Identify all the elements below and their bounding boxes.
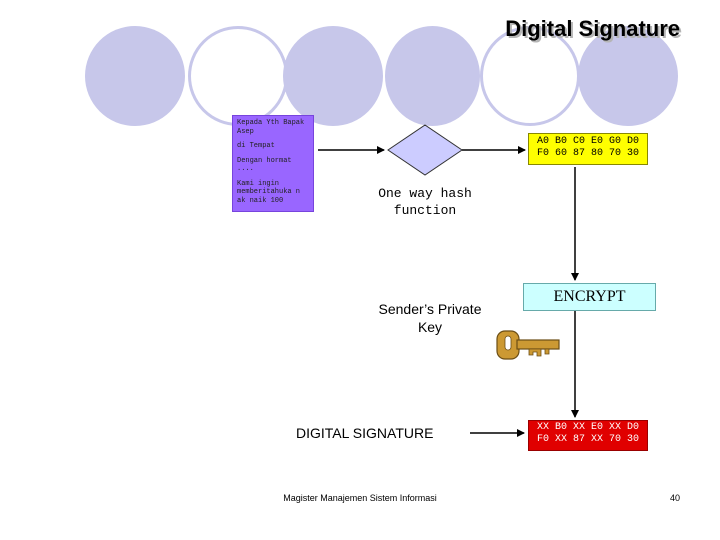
decor-circle-2 (188, 26, 288, 126)
decor-circle-6 (578, 26, 678, 126)
decor-circle-4 (385, 26, 480, 126)
signature-line: F0 XX 87 XX 70 30 (536, 434, 640, 445)
digest-line: F0 60 87 80 70 30 (536, 148, 640, 159)
hash-function-label: One way hash function (378, 186, 472, 218)
digest-line: A0 B0 C0 E0 G0 D0 (536, 136, 640, 147)
signature-box: XX B0 XX E0 XX D0 F0 XX 87 XX 70 30 (528, 420, 648, 451)
decor-circle-5 (480, 26, 580, 126)
slide-title: Digital Signature (505, 16, 680, 41)
decor-circle-3 (283, 26, 383, 126)
encrypt-box: ENCRYPT (523, 283, 656, 311)
signature-line: XX B0 XX E0 XX D0 (536, 422, 640, 433)
message-line: Dengan hormat .... (237, 156, 292, 174)
message-line: Kepada Yth Bapak Asep (237, 119, 305, 136)
message-digest-box: A0 B0 C0 E0 G0 D0 F0 60 87 80 70 30 (528, 133, 648, 165)
message-line: Kami ingin memberitahuka n ak naik 100 (237, 179, 301, 205)
digital-signature-label: DIGITAL SIGNATURE (296, 425, 434, 441)
hash-function-diamond (387, 124, 463, 176)
decor-circle-1 (85, 26, 185, 126)
message-document: Kepada Yth Bapak Asep di Tempat Dengan h… (232, 115, 314, 212)
page-number: 40 (669, 493, 680, 503)
private-key-label: Sender’s Private Key (378, 301, 482, 335)
footer-text: Magister Manajemen Sistem Informasi (283, 493, 437, 503)
key-icon (496, 330, 560, 360)
message-line: di Tempat (237, 142, 275, 150)
